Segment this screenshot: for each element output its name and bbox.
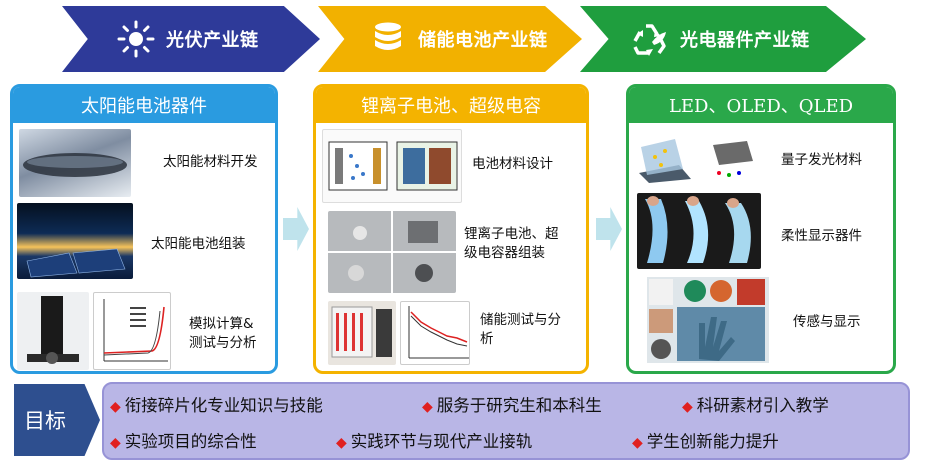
- item-label: 太阳能材料开发: [163, 154, 258, 170]
- chain-label: 光电器件产业链: [680, 30, 810, 51]
- item-label: 传感与显示: [793, 314, 861, 330]
- goal-box: ◆衔接碎片化专业知识与技能 ◆服务于研究生和本科生 ◆科研素材引入教学 ◆实验项…: [102, 382, 910, 460]
- diamond-bullet-icon: ◆: [422, 399, 433, 415]
- item-label: 量子发光材料: [781, 152, 862, 168]
- flow-arrow: [596, 207, 622, 251]
- chain-label: 光伏产业链: [166, 30, 259, 51]
- goal-item: ◆实践环节与现代产业接轨: [336, 432, 533, 451]
- goal-item: ◆服务于研究生和本科生: [422, 396, 602, 415]
- chain-label: 储能电池产业链: [418, 30, 548, 51]
- item-label: 储能测试与分 析: [480, 312, 561, 347]
- panel-battery-supercapacitor: 锂离子电池、超级电容 电池材料设计 锂离子电池、超 级电容器组装: [313, 84, 589, 374]
- panel-title: LED、OLED、QLED: [629, 87, 893, 123]
- diamond-bullet-icon: ◆: [110, 435, 121, 451]
- sensing-display-image: [647, 277, 769, 363]
- diamond-bullet-icon: ◆: [682, 399, 693, 415]
- quantum-material-image: [635, 131, 759, 183]
- solar-panel-image: [17, 203, 133, 279]
- item-label: 锂离子电池、超 级电容器组装: [464, 226, 559, 261]
- panel-title: 锂离子电池、超级电容: [316, 87, 586, 123]
- item-label: 电池材料设计: [472, 156, 553, 172]
- solar-material-image: [19, 129, 131, 197]
- battery-schematic-image: [322, 129, 462, 203]
- panel-solar-cell-devices: 太阳能电池器件 太阳能材料开发 太阳能电池组装 模拟: [10, 84, 278, 374]
- recycle-icon: [630, 19, 670, 59]
- database-icon: [368, 19, 408, 59]
- goal-item: ◆衔接碎片化专业知识与技能: [110, 396, 323, 415]
- goal-item: ◆学生创新能力提升: [632, 432, 779, 451]
- battery-tester-image: [328, 301, 396, 365]
- goal-tag: 目标: [14, 384, 100, 456]
- chevron-storage-chain: 储能电池产业链: [318, 6, 582, 72]
- goal-item: ◆科研素材引入教学: [682, 396, 829, 415]
- chevron-optoelectronic-chain: 光电器件产业链: [580, 6, 866, 72]
- panel-led-oled-qled: LED、OLED、QLED 量子发光材料 柔性显示器件: [626, 84, 896, 374]
- item-label: 太阳能电池组装: [151, 236, 246, 252]
- flexible-display-image: [637, 193, 761, 269]
- item-label: 柔性显示器件: [781, 228, 862, 244]
- diamond-bullet-icon: ◆: [632, 435, 643, 451]
- item-label: 模拟计算& 测试与分析: [189, 316, 257, 351]
- chevron-photovoltaic-chain: 光伏产业链: [62, 6, 320, 72]
- measurement-setup-image: [17, 292, 89, 370]
- goal-item: ◆实验项目的综合性: [110, 432, 257, 451]
- diamond-bullet-icon: ◆: [110, 399, 121, 415]
- flow-arrow: [283, 207, 309, 251]
- iv-curve-chart-image: [93, 292, 171, 370]
- sun-icon: [116, 19, 156, 59]
- diamond-bullet-icon: ◆: [336, 435, 347, 451]
- battery-assembly-image: [328, 211, 456, 293]
- cycle-performance-chart-image: [400, 301, 470, 365]
- panel-title: 太阳能电池器件: [13, 87, 275, 123]
